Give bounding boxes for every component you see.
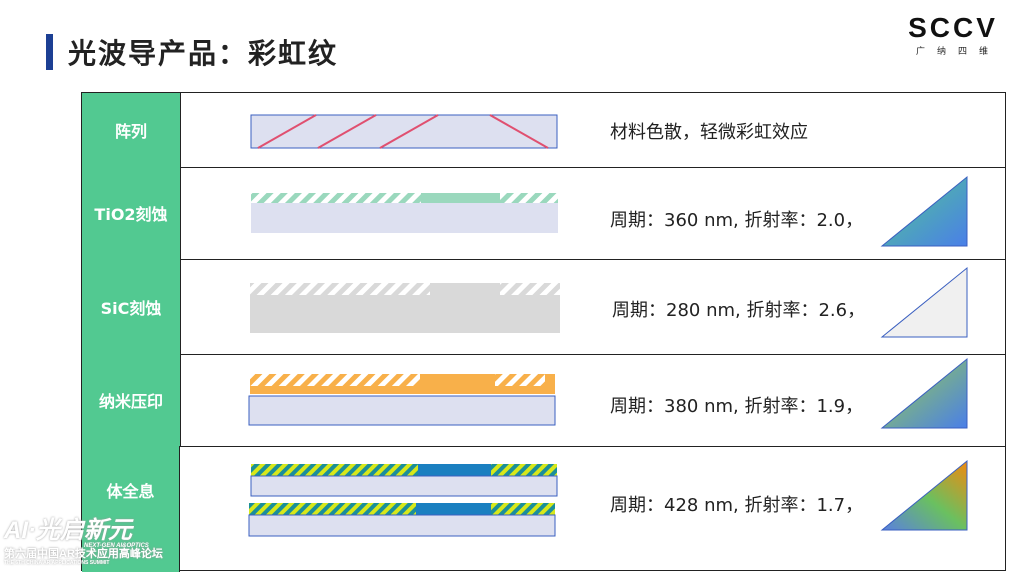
event-watermark: AI·光启新元 NEXT-GEN AI&OPTICS 第六届中国AR技术应用高峰… bbox=[4, 518, 163, 566]
table-row: TiO2刻蚀 周期：360 nm, 折射率：2.0， bbox=[82, 167, 1005, 260]
holographic-diagram bbox=[248, 464, 558, 537]
holographic-color-triangle bbox=[880, 459, 968, 531]
watermark-line3: THE 6TH CHINA AR APPLICATIONS SUMMIT bbox=[4, 560, 110, 567]
table-row: 体全息 周期：428 nm, 折射率：1.7， bbox=[82, 446, 1005, 572]
row-label: 体全息 bbox=[82, 446, 180, 572]
logo-text: SCCV bbox=[908, 12, 998, 43]
logo-subtitle: 广纳四维 bbox=[916, 46, 1001, 56]
row-description: 周期：380 nm, 折射率：1.9， bbox=[610, 396, 864, 417]
sccv-logo: SCCV 广纳四维 bbox=[906, 12, 1000, 57]
sic-grating-diagram bbox=[250, 283, 560, 333]
nanoimprint-diagram bbox=[248, 374, 556, 426]
watermark-line2: 第六届中国AR技术应用高峰论坛 bbox=[4, 548, 163, 561]
nanoimprint-color-triangle bbox=[880, 357, 968, 429]
tio2-grating-diagram bbox=[251, 193, 558, 233]
row-label: 阵列 bbox=[82, 93, 181, 167]
row-label: SiC刻蚀 bbox=[82, 259, 181, 354]
row-description: 周期：280 nm, 折射率：2.6， bbox=[612, 300, 866, 321]
table-row: SiC刻蚀 周期：280 nm, 折射率：2.6， bbox=[82, 259, 1005, 355]
watermark-sub: NEXT-GEN AI&OPTICS bbox=[84, 543, 149, 550]
row-label: TiO2刻蚀 bbox=[82, 167, 181, 259]
table-row: 阵列 材料色散，轻微彩虹效应 bbox=[82, 93, 1005, 168]
comparison-table: 阵列 材料色散，轻微彩虹效应 TiO2刻蚀 周期：360 nm, 折射率：2.0… bbox=[81, 92, 1006, 572]
array-diagram bbox=[250, 114, 558, 149]
page-title: 光波导产品：彩虹纹 bbox=[68, 37, 339, 70]
tio2-color-triangle bbox=[880, 175, 968, 247]
table-row: 纳米压印 周期：380 nm, 折射率：1.9， bbox=[82, 354, 1005, 447]
row-description: 周期：428 nm, 折射率：1.7， bbox=[610, 495, 864, 516]
row-label: 纳米压印 bbox=[82, 354, 181, 446]
row-description: 材料色散，轻微彩虹效应 bbox=[610, 122, 808, 143]
sic-color-triangle bbox=[880, 266, 968, 338]
row-description: 周期：360 nm, 折射率：2.0， bbox=[610, 210, 864, 231]
title-accent-bar bbox=[46, 34, 53, 70]
watermark-main: AI·光启新元 bbox=[4, 517, 132, 544]
